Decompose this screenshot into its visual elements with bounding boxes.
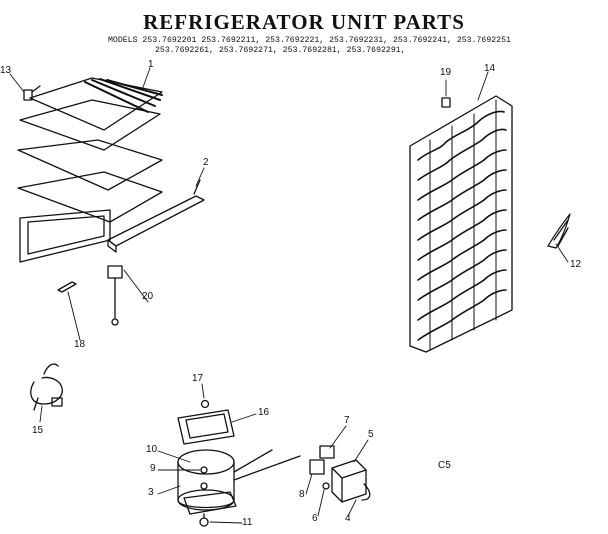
callout-10: 10: [146, 444, 158, 455]
callout-6: 6: [312, 513, 318, 524]
callout-19: 19: [440, 67, 452, 78]
diagram-code: C5: [438, 460, 451, 471]
leader-lines: [9, 67, 569, 524]
callout-8: 8: [299, 489, 305, 500]
callout-11: 11: [242, 517, 253, 528]
callout-2: 2: [203, 157, 209, 168]
part-6-terminal: [322, 482, 330, 490]
part-19-connector: [441, 97, 451, 108]
callout-14: 14: [484, 63, 496, 74]
part-7-relay-cover: [319, 445, 335, 459]
gasket-frame: [19, 209, 111, 263]
part-20-relay: [107, 265, 123, 326]
callout-3: 3: [148, 487, 154, 498]
part-14-condenser-coil: [409, 95, 513, 353]
part-8-overload: [309, 459, 325, 475]
callout-4: 4: [345, 513, 351, 524]
part-4-wire: [361, 483, 371, 501]
callout-18: 18: [74, 339, 86, 350]
part-1-insulation-panel: [17, 77, 163, 223]
model-list-line-1: MODELS 253.7692201 253.7692211, 253.7692…: [108, 36, 511, 45]
part-16-mount-plate: [177, 409, 235, 445]
callout-20: 20: [142, 291, 154, 302]
part-12-clip: [547, 213, 571, 249]
part-17-grommet: [200, 399, 210, 409]
callout-16: 16: [258, 407, 270, 418]
part-2-strip: [107, 179, 205, 253]
callout-1: 1: [148, 59, 154, 70]
part-13-clip: [23, 85, 41, 101]
compressor: [177, 449, 301, 511]
part-18-clip: [57, 281, 77, 293]
callout-5: 5: [368, 429, 374, 440]
callout-17: 17: [192, 373, 204, 384]
diagram-title: REFRIGERATOR UNIT PARTS: [143, 10, 465, 34]
callout-9: 9: [150, 463, 156, 474]
compressor-base: [183, 491, 237, 527]
model-list-line-2: 253.7692261, 253.7692271, 253.7692281, 2…: [155, 46, 406, 55]
part-5-relay: [331, 459, 367, 503]
callout-12: 12: [570, 259, 582, 270]
callout-15: 15: [32, 425, 44, 436]
callout-7: 7: [344, 415, 350, 426]
callout-13: 13: [0, 65, 12, 76]
part-15-wire-harness: [30, 363, 63, 411]
